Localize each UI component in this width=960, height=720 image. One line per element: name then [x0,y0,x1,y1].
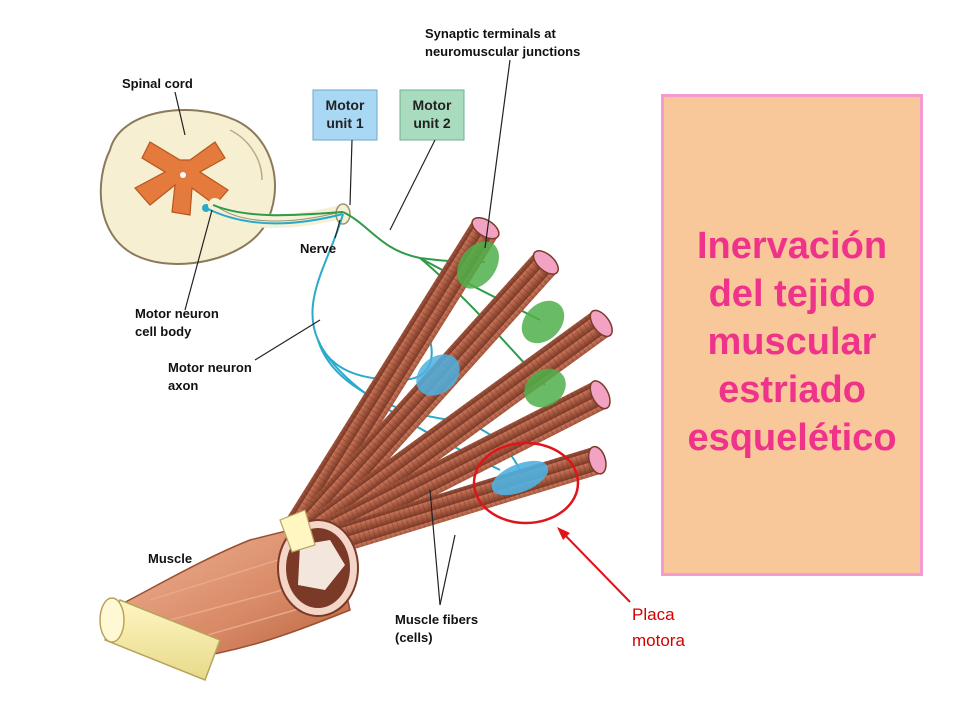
synaptic-terminals-label-line1: Synaptic terminals at [425,26,556,41]
placa-motora-label-line2: motora [632,631,685,650]
spinal-cord [99,109,276,265]
motor-unit-1-label-line1: Motor [326,97,365,113]
spinal-cord-label: Spinal cord [122,76,193,91]
motor-unit-1-box: Motor unit 1 [312,89,378,141]
muscle-fibers-label-line1: Muscle fibers [395,612,478,627]
cell-body-label-line1: Motor neuron [135,306,219,321]
axon-label-line2: axon [168,378,198,393]
muscle-fiber [308,380,611,554]
title-box: Inervación del tejido muscular estriado … [661,94,923,576]
synaptic-terminals-label-line2: neuromuscular junctions [425,44,580,59]
muscle-label: Muscle [148,551,192,566]
slide-title: Inervación del tejido muscular estriado … [687,225,897,459]
axon-label-line1: Motor neuron [168,360,252,375]
motor-plate-highlight-circle [472,441,580,525]
nerve-label: Nerve [300,241,336,256]
muscle-fiber [301,309,613,548]
motor-unit-1-label-line2: unit 1 [326,115,364,131]
neuromuscular-junctions [416,241,566,496]
motor-unit-2-label-line1: Motor [413,97,452,113]
muscle-fiber [293,250,560,541]
grey-matter [134,141,229,216]
motor-unit-2-label-line2: unit 2 [413,115,451,131]
cell-body-label-line2: cell body [135,324,192,339]
muscle-fiber [287,216,500,533]
leader-lines [174,59,511,606]
placa-motora-label-line1: Placa [632,605,675,624]
motor-plate-arrow [557,527,631,603]
muscle-fibers-label-line2: (cells) [395,630,433,645]
motor-unit-2-box: Motor unit 2 [399,89,465,141]
whole-muscle [99,509,359,681]
